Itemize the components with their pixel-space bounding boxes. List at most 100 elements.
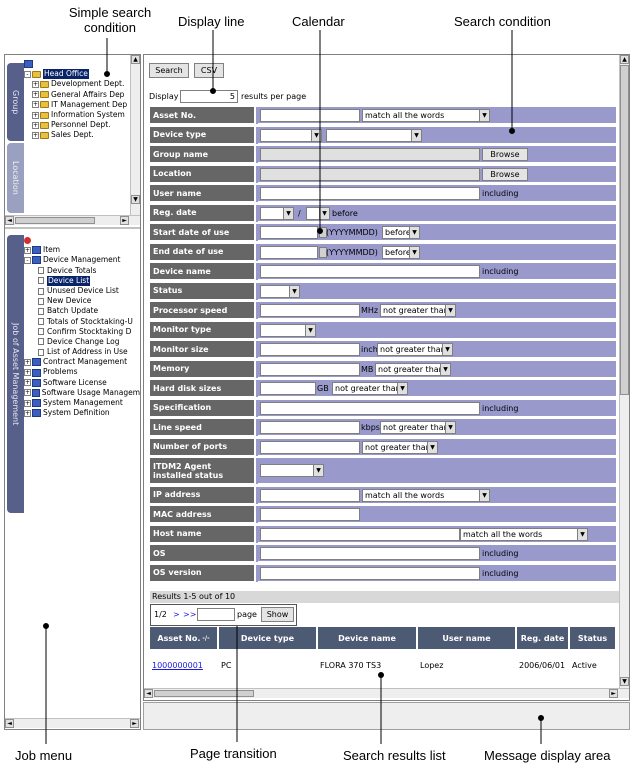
end-date-input[interactable] [260, 245, 318, 259]
main-hscroll[interactable]: ◄ ► [144, 688, 629, 698]
scroll-right-icon[interactable]: ► [130, 719, 139, 728]
chevron-down-icon[interactable]: ▼ [409, 246, 419, 258]
expand-icon[interactable]: + [24, 399, 31, 407]
expand-icon[interactable]: + [32, 121, 39, 129]
csv-button[interactable]: CSV [194, 63, 224, 78]
calendar-icon[interactable] [319, 246, 327, 258]
tab-group[interactable]: Group [7, 63, 24, 141]
job-subitem-device-list[interactable]: Device List [24, 275, 140, 286]
start-date-select[interactable]: before▼ [382, 226, 420, 239]
status-select[interactable]: ▼ [260, 284, 300, 298]
asset-no-input[interactable] [260, 109, 360, 122]
job-subitem[interactable]: Unused Device List [24, 286, 140, 296]
os-input[interactable] [260, 547, 480, 560]
search-button[interactable]: Search [149, 63, 189, 78]
memory-select[interactable]: not greater than▼ [375, 362, 451, 376]
scroll-thumb[interactable] [620, 65, 629, 395]
scroll-right-icon[interactable]: ► [609, 689, 618, 698]
chevron-down-icon[interactable]: ▼ [577, 528, 587, 540]
host-name-input[interactable] [260, 527, 460, 541]
scroll-left-icon[interactable]: ◄ [144, 689, 153, 698]
job-item[interactable]: +Software License [24, 378, 140, 388]
expand-icon[interactable]: + [24, 379, 31, 387]
group-tree-hscroll[interactable]: ◄ ► [5, 215, 140, 225]
specification-input[interactable] [260, 401, 480, 415]
chevron-down-icon[interactable]: ▼ [409, 227, 419, 238]
column-header[interactable]: User name [418, 627, 516, 649]
expand-icon[interactable]: + [32, 80, 39, 88]
job-subitem[interactable]: Device Change Log [24, 337, 140, 347]
job-item-device-management[interactable]: -Device Management [24, 255, 140, 265]
monitor-type-select[interactable]: ▼ [260, 323, 316, 337]
ip-match-select[interactable]: match all the words▼ [362, 488, 490, 502]
chevron-down-icon[interactable]: ▼ [442, 344, 452, 355]
job-subitem[interactable]: Totals of Stocktaking-U [24, 317, 140, 327]
expand-icon[interactable]: + [32, 111, 39, 119]
chevron-down-icon[interactable]: ▼ [313, 465, 323, 476]
chevron-down-icon[interactable]: ▼ [427, 441, 437, 453]
scroll-up-icon[interactable]: ▲ [131, 55, 140, 64]
line-speed-input[interactable] [260, 421, 360, 434]
device-name-input[interactable] [260, 265, 480, 278]
scroll-down-icon[interactable]: ▼ [131, 195, 140, 204]
expand-icon[interactable]: + [24, 369, 31, 377]
job-item[interactable]: +System Management [24, 398, 140, 408]
ports-select[interactable]: not greater than▼ [362, 440, 438, 454]
scroll-down-icon[interactable]: ▼ [620, 677, 629, 686]
chevron-down-icon[interactable]: ▼ [319, 207, 329, 219]
chevron-down-icon[interactable]: ▼ [311, 129, 321, 141]
line-speed-select[interactable]: not greater than▼ [380, 421, 456, 434]
tree-item-dept[interactable]: +Sales Dept. [24, 130, 130, 140]
job-subitem[interactable]: Batch Update [24, 306, 140, 316]
tree-item-dept[interactable]: +Information System [24, 110, 130, 120]
scroll-up-icon[interactable]: ▲ [620, 55, 629, 64]
asset-no-link[interactable]: 1000000001 [152, 660, 203, 670]
tree-item-dept[interactable]: +IT Management Dep [24, 100, 130, 110]
next-page-link[interactable]: > [173, 610, 180, 619]
device-type-select-2[interactable]: ▼ [326, 128, 422, 142]
device-type-select-1[interactable]: ▼ [260, 128, 322, 142]
main-vscroll[interactable]: ▲ ▼ [619, 55, 629, 688]
chevron-down-icon[interactable]: ▼ [479, 110, 489, 121]
column-header[interactable]: Asset No.-/- [150, 627, 218, 649]
group-name-input[interactable] [260, 148, 480, 161]
processor-speed-select[interactable]: not greater than▼ [380, 304, 456, 317]
expand-icon[interactable]: + [32, 101, 39, 109]
chevron-down-icon[interactable]: ▼ [305, 324, 315, 336]
job-menu-hscroll[interactable]: ◄ ► [5, 718, 140, 728]
tree-item-dept[interactable]: +General Affairs Dep [24, 90, 130, 100]
monitor-size-input[interactable] [260, 343, 360, 356]
scroll-left-icon[interactable]: ◄ [5, 216, 14, 225]
host-match-select[interactable]: match all the words▼ [460, 527, 588, 541]
expand-icon[interactable]: + [32, 91, 39, 99]
chevron-down-icon[interactable]: ▼ [289, 285, 299, 297]
asset-no-match-select[interactable]: match all the words▼ [362, 109, 490, 122]
tab-location[interactable]: Location [7, 143, 24, 213]
scroll-thumb[interactable] [154, 690, 254, 697]
collapse-icon[interactable]: - [24, 256, 31, 264]
tree-item-dept[interactable]: +Development Dept. [24, 79, 130, 89]
processor-speed-input[interactable] [260, 304, 360, 317]
hard-disk-select[interactable]: not greater than▼ [332, 382, 408, 395]
end-date-select[interactable]: before▼ [382, 245, 420, 259]
job-subitem[interactable]: List of Address in Use [24, 347, 140, 357]
location-browse-button[interactable]: Browse [482, 167, 528, 181]
chevron-down-icon[interactable]: ▼ [445, 305, 455, 316]
sort-icon[interactable]: -/- [202, 634, 210, 642]
column-header[interactable]: Status [570, 627, 616, 649]
monitor-size-select[interactable]: not greater than▼ [377, 343, 453, 356]
scroll-thumb[interactable] [15, 217, 95, 224]
tree-item-head-office[interactable]: -Head Office [24, 69, 130, 80]
expand-icon[interactable]: + [24, 389, 31, 397]
expand-icon[interactable]: + [32, 131, 39, 139]
start-date-input[interactable] [260, 226, 318, 239]
tab-job-asset-management[interactable]: Job of Asset Management [7, 235, 24, 513]
column-header[interactable]: Reg. date [517, 627, 569, 649]
mac-address-input[interactable] [260, 508, 360, 521]
chevron-down-icon[interactable]: ▼ [411, 129, 421, 141]
group-browse-button[interactable]: Browse [482, 148, 528, 161]
group-tree-vscroll[interactable]: ▲ ▼ [130, 55, 140, 215]
location-input[interactable] [260, 167, 480, 181]
hard-disk-input[interactable] [260, 382, 316, 395]
job-item[interactable]: +Problems [24, 367, 140, 377]
